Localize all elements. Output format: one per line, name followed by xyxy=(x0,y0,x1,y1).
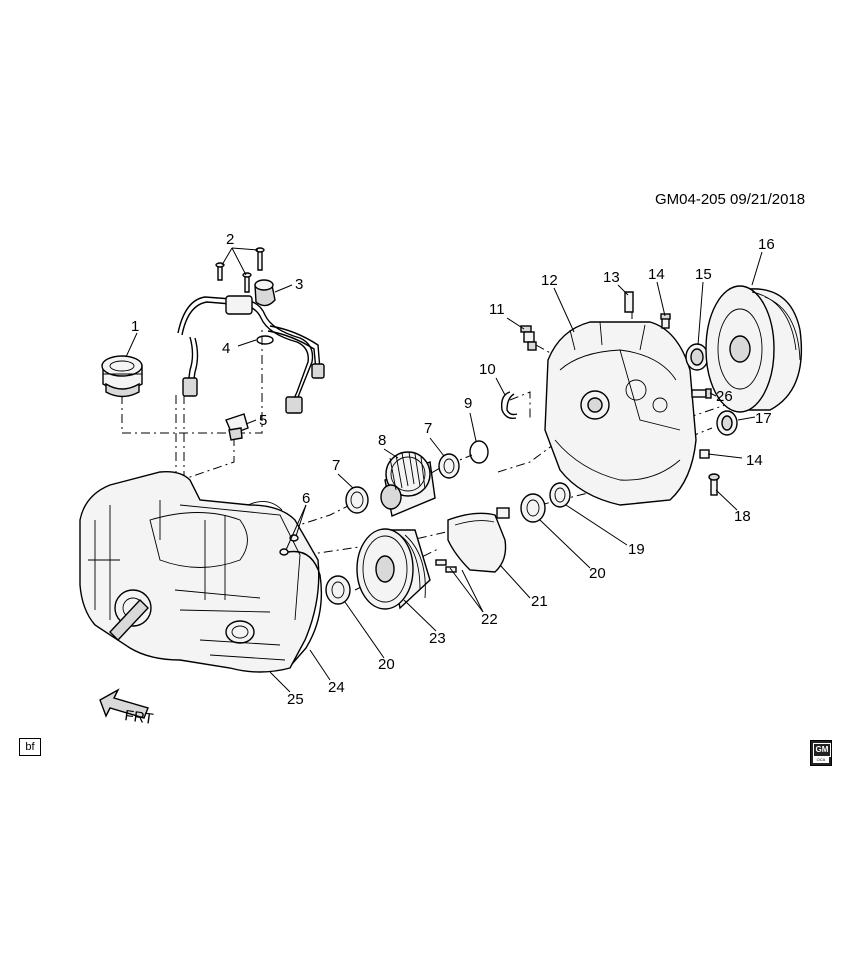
callout-8: 8 xyxy=(378,432,386,449)
callout-23: 23 xyxy=(429,630,446,647)
callout-21: 21 xyxy=(531,593,548,610)
part-8-drive-gear xyxy=(380,451,436,517)
callout-11: 11 xyxy=(489,301,505,318)
callout-25: 25 xyxy=(287,691,304,708)
callout-9: 9 xyxy=(464,395,472,412)
callout-7-left: 7 xyxy=(332,457,340,474)
leader-lines xyxy=(125,247,763,693)
callout-labels: 1 2 3 4 5 6 7 7 8 9 10 11 12 13 14 14 15… xyxy=(131,231,775,708)
callout-15: 15 xyxy=(695,266,712,283)
callout-12: 12 xyxy=(541,272,558,289)
callout-20-lower: 20 xyxy=(378,656,395,673)
part-15-seal xyxy=(685,343,709,371)
callout-5: 5 xyxy=(259,412,267,429)
gm-logo-subtext: OCA xyxy=(813,757,829,763)
part-9-shim xyxy=(469,440,489,464)
part-14-plug-upper xyxy=(660,313,671,329)
part-19-bearing-race xyxy=(549,482,571,508)
part-22-bolts xyxy=(435,559,457,573)
front-arrow-label: FRT xyxy=(123,707,154,728)
callout-6: 6 xyxy=(302,490,310,507)
part-20-bearing-lower xyxy=(325,575,351,605)
part-25-transmission-case xyxy=(79,470,320,673)
part-12-converter-housing xyxy=(544,321,697,506)
callout-17: 17 xyxy=(755,410,772,427)
part-5-sensor xyxy=(225,413,249,441)
part-14-plug-lower xyxy=(699,449,710,459)
callout-26: 26 xyxy=(716,388,733,405)
part-17-seal xyxy=(716,410,738,436)
gm-logo-text: GM xyxy=(813,743,831,757)
callout-1: 1 xyxy=(131,318,139,335)
part-11-fitting xyxy=(520,325,537,351)
part-16-torque-converter xyxy=(705,285,803,413)
part-2-3-4-wiring-harness xyxy=(177,247,325,414)
callout-14-upper: 14 xyxy=(648,266,665,283)
callout-2: 2 xyxy=(226,231,234,248)
callout-18: 18 xyxy=(734,508,751,525)
part-7-bearing-right xyxy=(438,453,460,479)
part-1-filler-cap xyxy=(101,355,143,398)
callout-24: 24 xyxy=(328,679,345,696)
part-26-bolt xyxy=(691,388,712,399)
callout-7-right: 7 xyxy=(424,420,432,437)
part-23-differential-gear xyxy=(356,528,431,610)
callout-14-lower: 14 xyxy=(746,452,763,469)
callout-13: 13 xyxy=(603,269,620,286)
part-10-snap-ring xyxy=(500,391,518,420)
part-18-bolt xyxy=(708,473,720,496)
part-13-vent xyxy=(624,291,634,313)
part-20-bearing-upper xyxy=(520,493,546,523)
gm-logo: GM OCA xyxy=(810,740,832,766)
assembly-lines xyxy=(121,310,741,591)
callout-19: 19 xyxy=(628,541,645,558)
callout-22: 22 xyxy=(481,611,498,628)
part-21-shield xyxy=(447,507,510,573)
callout-20-upper: 20 xyxy=(589,565,606,582)
part-7-bearing-left xyxy=(345,486,369,514)
part-24-gasket xyxy=(287,550,323,665)
callout-3: 3 xyxy=(295,276,303,293)
callout-16: 16 xyxy=(758,236,775,253)
callout-10: 10 xyxy=(479,361,496,378)
corner-tag: bf xyxy=(19,738,41,756)
drawing-id-date: GM04-205 09/21/2018 xyxy=(655,191,806,208)
callout-4: 4 xyxy=(222,340,230,357)
front-arrow-icon: FRT xyxy=(99,688,154,728)
